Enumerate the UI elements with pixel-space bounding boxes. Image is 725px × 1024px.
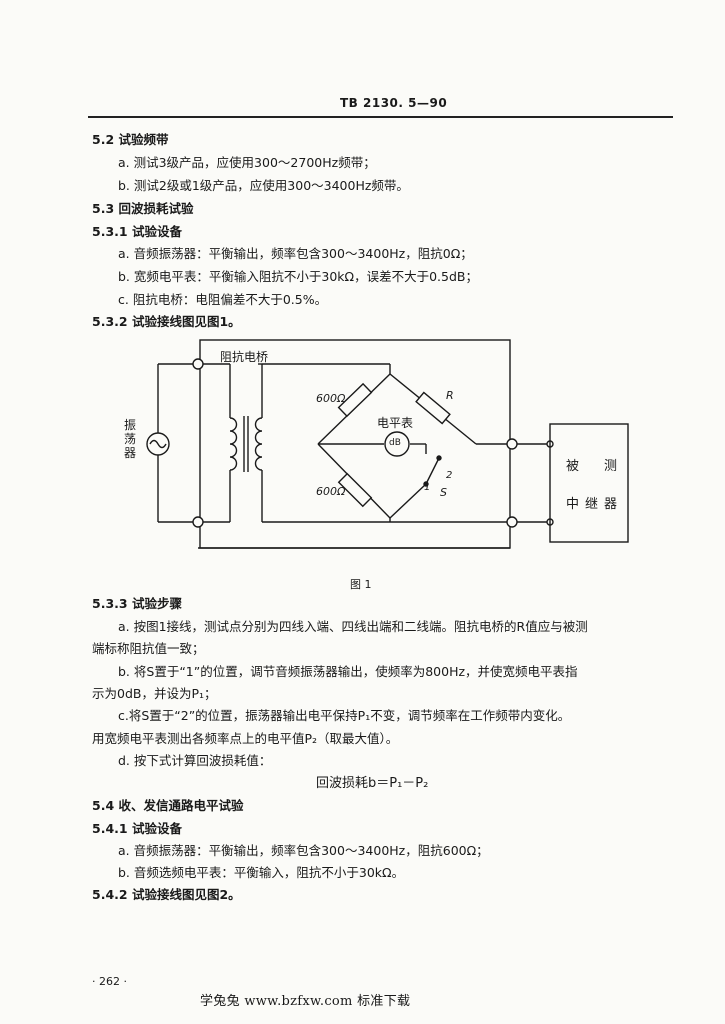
- level-meter-symbol: [384, 431, 410, 457]
- transformer-secondary: [254, 417, 263, 471]
- terminal-right-bottom: [506, 516, 518, 528]
- text-5-3-3-a-2: 端标称阻抗值一致；: [92, 641, 205, 656]
- text-5-3-3-c-2: 用宽频电平表测出各频率点上的电平值P₂（取最大值）。: [92, 731, 399, 746]
- resistor-600-bottom: [337, 472, 373, 508]
- footer-site-watermark: 学兔兔 www.bzfxw.com 标准下载: [200, 994, 411, 1009]
- resistor-R: [415, 391, 451, 425]
- switch-pos-1: 1: [424, 482, 431, 493]
- dut-char-4: 继: [585, 497, 599, 512]
- text-5-3-3-d: d. 按下式计算回波损耗值：: [118, 753, 272, 768]
- text-5-4-1-b: b. 音频选频电平表：平衡输入，阻抗不小于30kΩ。: [118, 865, 405, 880]
- page-number: · 262 ·: [92, 975, 127, 988]
- level-meter-label: 电平表: [377, 416, 414, 430]
- text-5-3-3-c-1: c.将S置于“2”的位置，振荡器输出电平保持P₁不变，调节频率在工作频带内变化。: [118, 708, 571, 723]
- switch-label: S: [440, 486, 447, 499]
- heading-5-4-1: 5.4.1 试验设备: [92, 821, 182, 836]
- meter-db-label: dB: [389, 438, 401, 448]
- figure-1-circuit: [146, 339, 629, 549]
- terminal-right-top: [506, 438, 518, 450]
- resistor-R-label: R: [446, 389, 454, 402]
- terminal-osc-bottom: [192, 516, 204, 528]
- text-5-3-1-a: a. 音频振荡器：平衡输出，频率包含300～3400Hz，阻抗0Ω；: [118, 246, 473, 261]
- heading-5-3-2: 5.3.2 试验接线图见图1。: [92, 314, 241, 329]
- heading-5-4: 5.4 收、发信通路电平试验: [92, 798, 244, 813]
- switch-blade: [425, 459, 439, 485]
- resistor-top-left-label: 600Ω: [316, 392, 346, 405]
- figure-caption: 图 1: [350, 578, 372, 591]
- sine-icon: [149, 439, 167, 449]
- switch-pos-2: 2: [446, 470, 453, 481]
- dut-box: [549, 423, 629, 543]
- text-5-4-1-a: a. 音频振荡器：平衡输出，频率包含300～3400Hz，阻抗600Ω；: [118, 843, 489, 858]
- heading-5-4-2: 5.4.2 试验接线图见图2。: [92, 887, 241, 902]
- dut-char-3: 中: [566, 497, 580, 512]
- text-5-3-1-b: b. 宽频电平表：平衡输入阻抗不小于30kΩ，误差不大于0.5dB；: [118, 269, 478, 284]
- bridge-label: 阻抗电桥: [220, 350, 269, 364]
- heading-5-2: 5.2 试验频带: [92, 132, 169, 147]
- terminal-osc-top: [192, 358, 204, 370]
- text-5-3-3-b-1: b. 将S置于“1”的位置，调节音频振荡器输出，使频率为800Hz，并使宽频电平…: [118, 664, 578, 679]
- text-5-3-3-a-1: a. 按图1接线，测试点分别为四线入端、四线出端和二线端。阻抗电桥的R值应与被测: [118, 619, 588, 634]
- resistor-600-top: [337, 382, 373, 418]
- text-5-2-a: a. 测试3级产品，应使用300～2700Hz频带；: [118, 155, 376, 170]
- transformer-primary: [229, 417, 238, 471]
- heading-5-3: 5.3 回波损耗试验: [92, 201, 194, 216]
- text-5-3-1-c: c. 阻抗电桥：电阻偏差不大于0.5%。: [118, 292, 328, 307]
- heading-5-3-3: 5.3.3 试验步骤: [92, 596, 182, 611]
- header-rule: [88, 116, 673, 118]
- dut-char-2: 测: [604, 459, 618, 474]
- resistor-bottom-left-label: 600Ω: [316, 485, 346, 498]
- dut-char-5: 器: [604, 497, 618, 512]
- heading-5-3-1: 5.3.1 试验设备: [92, 224, 182, 239]
- dut-char-1: 被: [566, 459, 580, 474]
- oscillator-label: 振荡器: [124, 418, 137, 460]
- text-5-2-b: b. 测试2级或1级产品，应使用300～3400Hz频带。: [118, 178, 409, 193]
- return-loss-formula: 回波损耗b＝P₁－P₂: [316, 776, 429, 791]
- text-5-3-3-b-2: 示为0dB，并设为P₁；: [92, 686, 217, 701]
- standard-number: TB 2130. 5—90: [340, 96, 448, 110]
